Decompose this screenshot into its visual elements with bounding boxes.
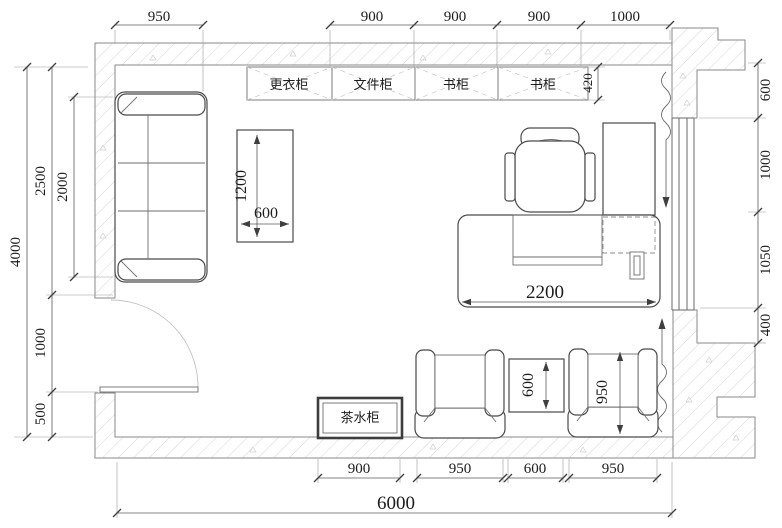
- dim-top-5: 1000: [610, 9, 640, 25]
- curtain-top: [661, 71, 671, 197]
- door-swing-arc: [110, 299, 199, 388]
- curtain-top-arrow-icon: [662, 197, 670, 208]
- wall-pier-bottom-right: [672, 309, 756, 459]
- door: [99, 299, 199, 393]
- dim-right-400: 400: [758, 314, 774, 337]
- curtain-bottom-arrow-icon: [658, 318, 666, 329]
- dim-left-500: 500: [33, 403, 49, 426]
- dimensions-right: 600 1000 1050 400: [699, 58, 774, 348]
- dim-armchair-depth: 950: [594, 380, 611, 404]
- tea-cabinet: 茶水柜: [316, 396, 404, 440]
- dimensions-bottom: 900 950 600 950 6000: [112, 459, 677, 518]
- desk-side-cabinet: [602, 122, 656, 216]
- dim-coffee-table: 600: [520, 373, 537, 397]
- window: [671, 117, 695, 311]
- dim-right-1000: 1000: [758, 150, 774, 180]
- dim-left-1000: 1000: [33, 328, 49, 358]
- sofa: [114, 91, 208, 283]
- desk-phone: [629, 251, 645, 280]
- dim-right-1050: 1050: [758, 245, 774, 275]
- dim-bottom-3: 600: [524, 461, 547, 477]
- armchair-depth-dim: 950: [594, 352, 624, 434]
- dim-top-4: 900: [528, 9, 551, 25]
- desk-area: 2200: [457, 122, 661, 308]
- desk-return-dashed: [602, 216, 656, 254]
- dim-top-1: 950: [148, 9, 171, 25]
- dim-bottom-1: 900: [348, 461, 371, 477]
- dim-bottom-4: 950: [602, 461, 625, 477]
- office-chair: [504, 127, 596, 213]
- curtain-bottom: [657, 329, 667, 433]
- dim-left-2500: 2500: [33, 166, 49, 196]
- armchair-1: [414, 349, 506, 439]
- wall-cabinets: 更衣柜 文件柜 书柜 书柜 420: [246, 62, 605, 105]
- dim-top-2: 900: [361, 9, 384, 25]
- dim-bottom-2: 950: [449, 461, 472, 477]
- armchair-2: [567, 348, 659, 438]
- cabinet-label-wardrobe: 更衣柜: [269, 77, 308, 92]
- dim-left-2000: 2000: [55, 172, 71, 202]
- dim-desk-length: 2200: [526, 282, 564, 303]
- dim-cabinet-depth: 420: [580, 73, 595, 93]
- walls: [94, 27, 756, 459]
- dim-side-table-length: 1200: [233, 170, 250, 202]
- dim-left-4000: 4000: [8, 237, 24, 267]
- dim-side-table-width: 600: [254, 205, 278, 222]
- dim-right-600: 600: [758, 79, 774, 102]
- tea-cabinet-label: 茶水柜: [340, 410, 379, 425]
- dimensions-left: 4000 2500 2000 1000 500: [8, 62, 113, 442]
- dimensions-top: 950 900 900 900 1000: [110, 9, 675, 92]
- coffee-table: 600: [508, 358, 565, 413]
- door-leaf: [99, 386, 199, 393]
- dim-bottom-overall: 6000: [377, 493, 415, 514]
- cabinet-label-file: 文件柜: [353, 77, 392, 92]
- cabinet-label-book2: 书柜: [530, 77, 556, 92]
- sofa-side-table: 1200 600: [233, 129, 294, 243]
- cabinet-label-book1: 书柜: [443, 77, 469, 92]
- dim-top-3: 900: [444, 9, 467, 25]
